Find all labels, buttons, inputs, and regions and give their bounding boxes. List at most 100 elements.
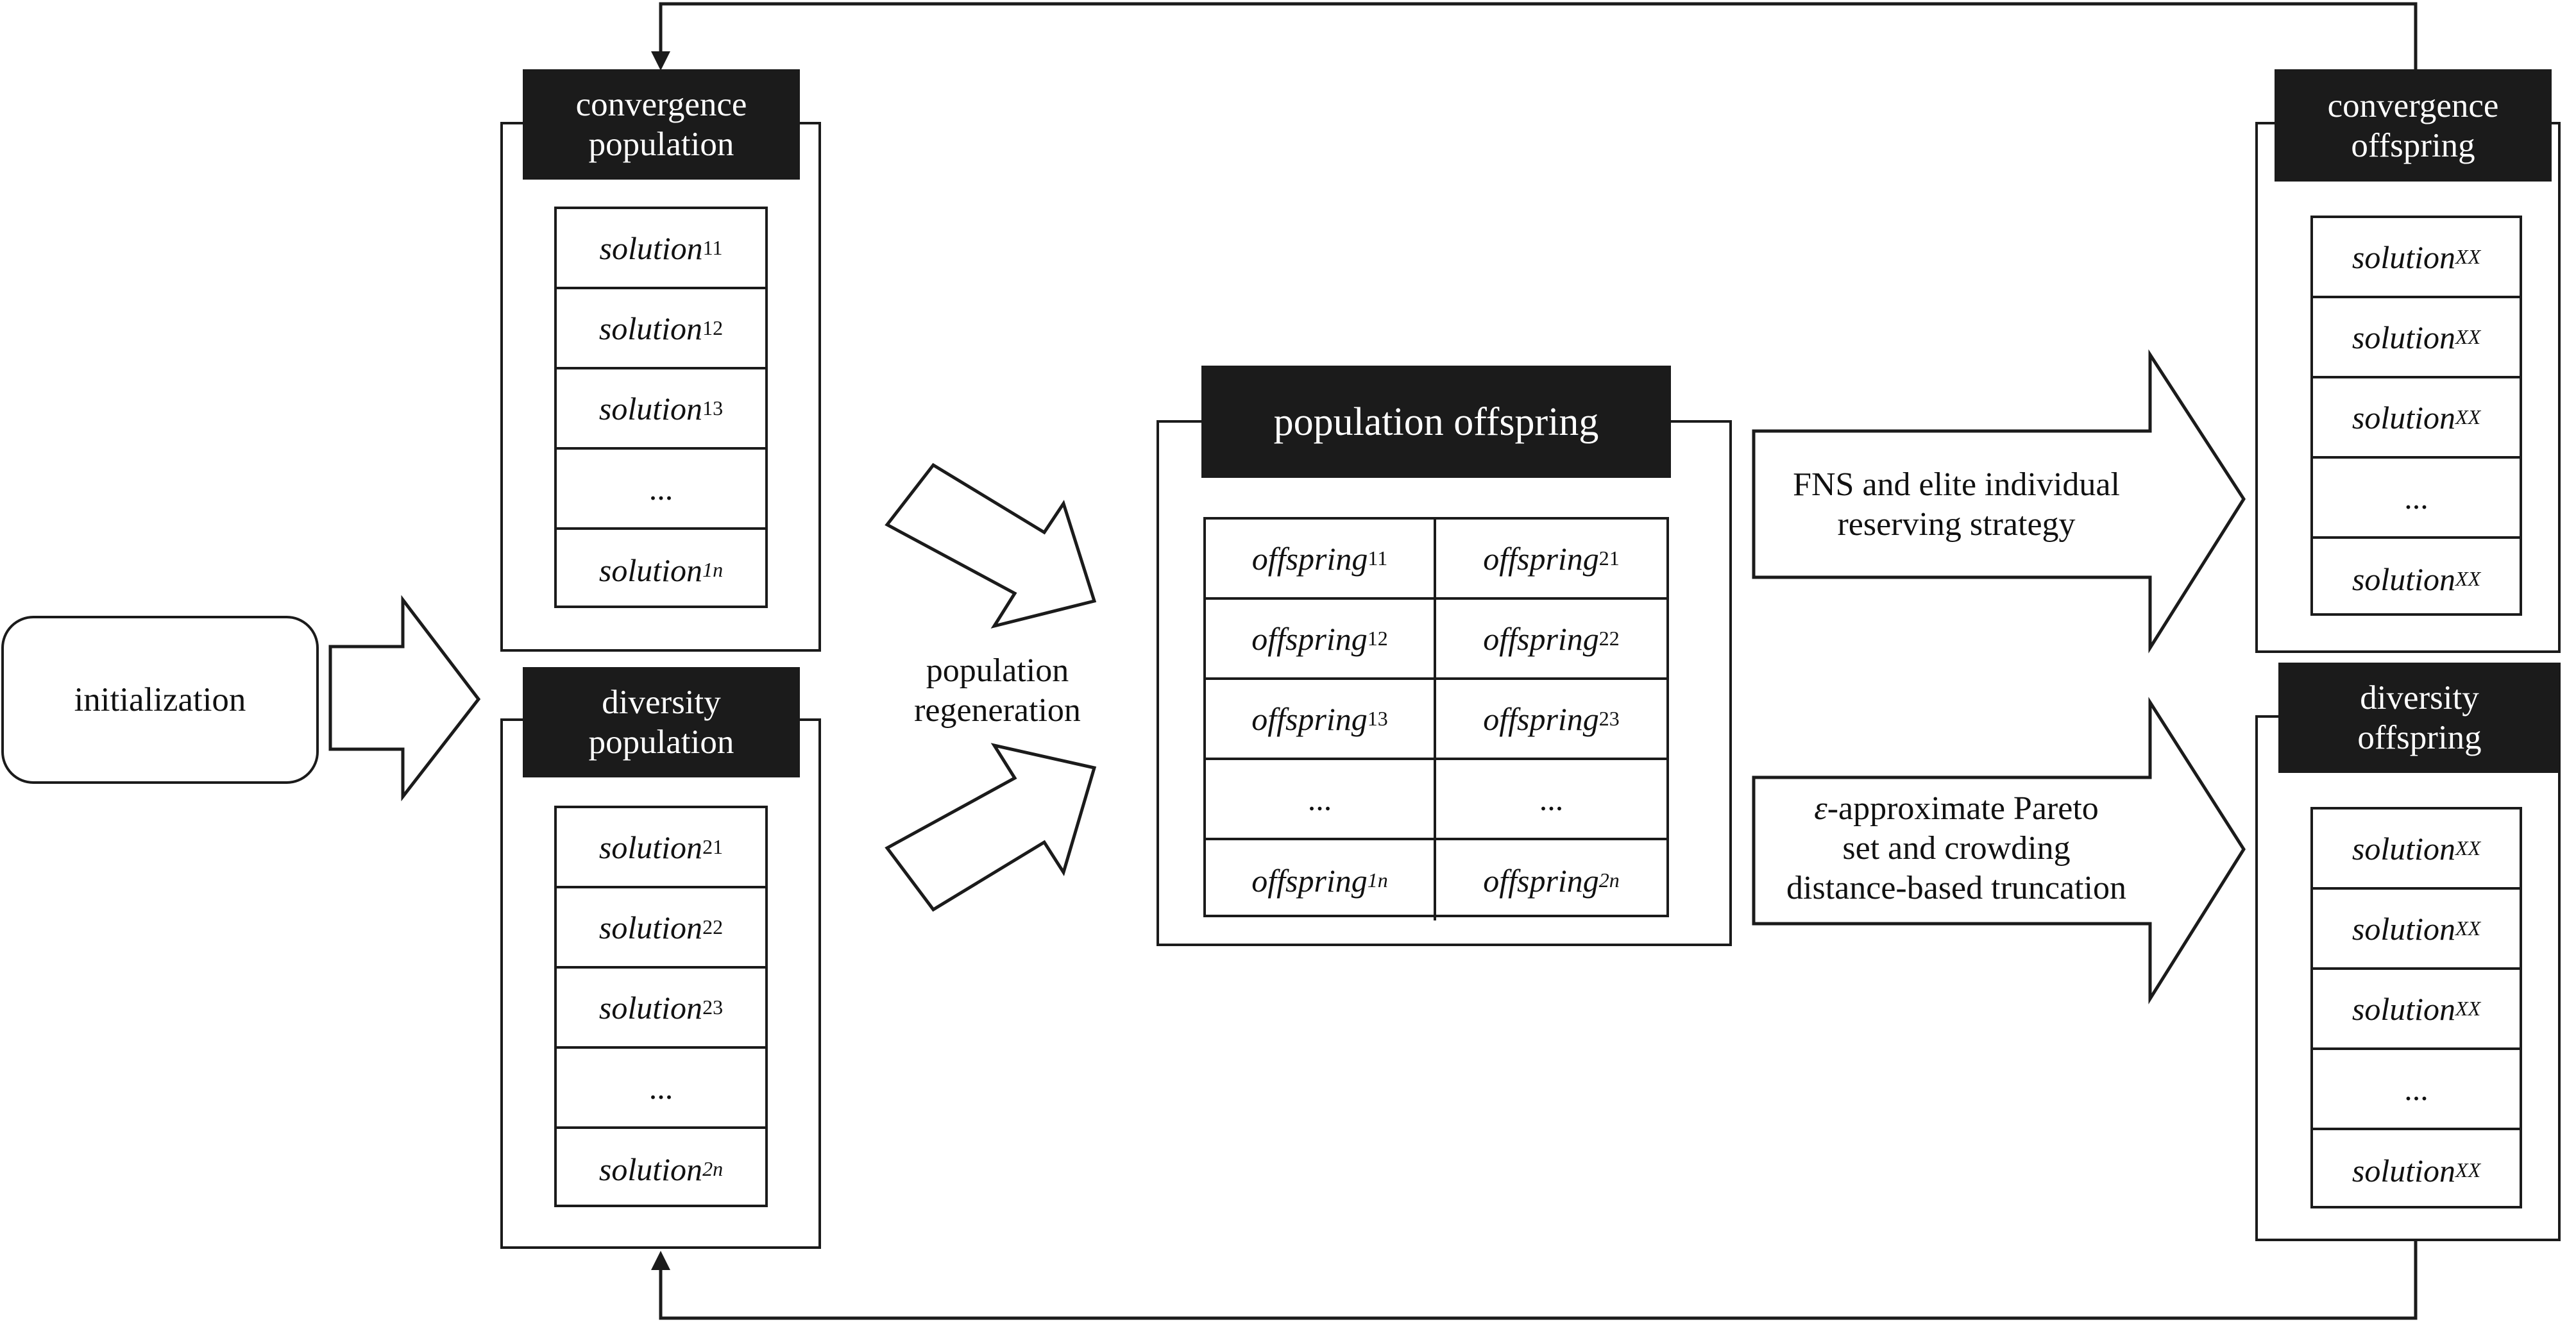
cell-text: ...: [1539, 781, 1564, 817]
cell-subscript: XX: [2455, 325, 2481, 348]
cell-text: ...: [648, 1069, 674, 1106]
cell-subscript: 13: [1367, 707, 1388, 730]
feedback-line-bottom: [659, 1241, 2418, 1320]
list-cell: ...: [1436, 760, 1666, 840]
fns-block-arrow: [1752, 349, 2246, 654]
cell-text: offspring: [1251, 620, 1368, 657]
epsilon-line1-rest: -approximate Pareto: [1827, 790, 2099, 827]
cell-text: solution: [2351, 990, 2456, 1027]
population-offspring-header: population offspring: [1201, 366, 1671, 478]
regeneration-line2: regeneration: [914, 692, 1081, 729]
diversity-offspring-title-line2: offspring: [2357, 719, 2482, 756]
convergence-offspring-title-line1: convergence: [2327, 87, 2499, 124]
feedback-arrowhead-bottom: [651, 1251, 670, 1270]
cell-subscript: XX: [2455, 997, 2481, 1020]
diversity-population-title-line1: diversity: [602, 684, 721, 721]
feedback-arrowhead-top: [651, 51, 670, 71]
cell-text: solution: [2351, 561, 2456, 597]
diversity-offspring-header: diversity offspring: [2278, 663, 2561, 773]
population-offspring-title: population offspring: [1273, 400, 1599, 444]
cell-subscript: 22: [1598, 627, 1620, 650]
list-cell: ...: [1206, 760, 1436, 840]
cell-text: solution: [2351, 239, 2456, 275]
fns-strategy-label: FNS and elite individual reserving strat…: [1770, 465, 2142, 545]
cell-text: offspring: [1251, 540, 1368, 577]
initialization-box: initialization: [1, 616, 319, 784]
list-cell: ...: [2313, 1050, 2520, 1130]
epsilon-symbol: ε: [1814, 790, 1827, 827]
cell-text: solution: [2351, 830, 2456, 867]
list-cell: ...: [557, 450, 765, 530]
convergence-offspring-title-line2: offspring: [2351, 126, 2475, 164]
regen-arrow-upper: [885, 462, 1097, 629]
convergence-population-title-line2: population: [588, 126, 734, 163]
regeneration-line1: population: [926, 652, 1069, 689]
cell-subscript: 21: [1598, 547, 1620, 570]
epsilon-line3: distance-based truncation: [1786, 870, 2126, 906]
feedback-line-top: [659, 2, 2418, 69]
cell-text: solution: [599, 230, 703, 266]
regen-arrow-lower: [885, 743, 1097, 912]
init-block-arrow: [328, 595, 481, 802]
cell-subscript: XX: [2455, 917, 2481, 940]
cell-subscript: XX: [2455, 836, 2481, 860]
cell-text: solution: [2351, 1152, 2456, 1189]
cell-text: offspring: [1251, 700, 1368, 737]
epsilon-line2: set and crowding: [1842, 830, 2071, 867]
diversity-offspring-title-line1: diversity: [2360, 679, 2479, 716]
cell-text: ...: [648, 470, 674, 507]
cell-text: offspring: [1483, 862, 1599, 899]
cell-subscript: 22: [702, 915, 724, 938]
epsilon-pareto-label: ε-approximate Pareto set and crowding di…: [1758, 789, 2155, 908]
cell-subscript: 23: [702, 996, 724, 1019]
cell-subscript: 21: [702, 835, 724, 858]
cell-text: offspring: [1251, 862, 1368, 899]
diversity-population-title-line2: population: [588, 724, 734, 761]
cell-subscript: 13: [702, 396, 724, 419]
diversity-population-header: diversity population: [523, 667, 800, 777]
cell-text: solution: [598, 909, 703, 945]
cell-subscript: 11: [1368, 547, 1388, 570]
cell-text: solution: [2351, 319, 2456, 355]
epsilon-line1: ε-approximate Pareto: [1758, 789, 2155, 829]
cell-subscript: 1n: [1367, 869, 1388, 892]
cell-text: solution: [598, 1151, 703, 1187]
population-regeneration-label: population regeneration: [911, 651, 1084, 731]
convergence-population-title-line1: convergence: [575, 86, 747, 123]
fns-line2: reserving strategy: [1837, 506, 2076, 543]
epsilon-block-arrow: [1752, 697, 2246, 1004]
list-cell: ...: [2313, 459, 2520, 539]
cell-text: ...: [2404, 479, 2428, 516]
cell-text: solution: [598, 989, 703, 1026]
cell-subscript: 2n: [702, 1157, 724, 1180]
cell-subscript: XX: [2455, 1158, 2481, 1182]
cell-subscript: XX: [2455, 567, 2481, 590]
cell-subscript: 12: [702, 316, 724, 339]
cell-subscript: 2n: [1598, 869, 1620, 892]
convergence-population-header: convergence population: [523, 69, 800, 180]
cell-text: solution: [598, 390, 703, 427]
